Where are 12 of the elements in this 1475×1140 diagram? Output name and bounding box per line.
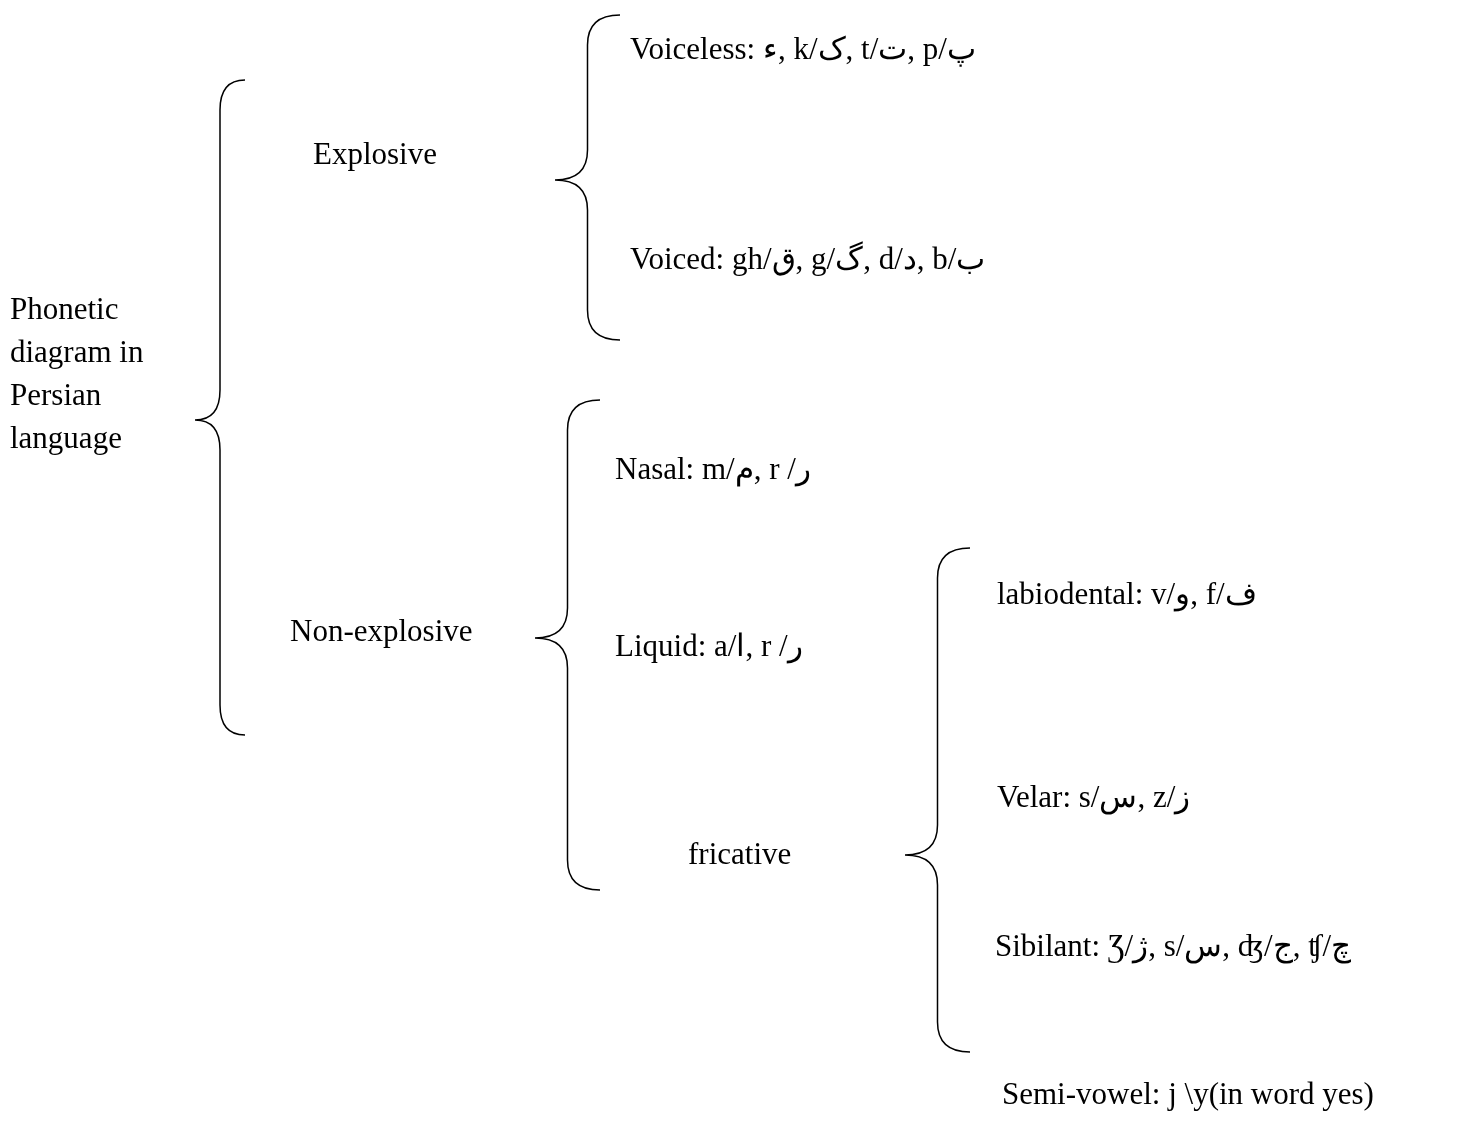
category-label: Voiceless: ء, k/ک, t/ت, p/پ xyxy=(630,30,976,69)
category-label: Sibilant: Ʒ/ژ, s/س, ʤ/ج, ʧ/چ xyxy=(995,927,1351,966)
category-label: Non-explosive xyxy=(290,612,473,650)
category-label: Voiced: gh/ق, g/گ, d/د, b/ب xyxy=(630,240,986,278)
category-label: Velar: s/س, z/ز xyxy=(997,778,1191,817)
category-label: Semi-vowel: j \y(in word yes) xyxy=(1002,1075,1374,1113)
category-label: fricative xyxy=(688,835,792,873)
root-label: Phonetic diagram in Persian language xyxy=(10,290,145,457)
category-label: Liquid: a/ا, r /ر xyxy=(615,627,803,666)
category-label: Nasal: m/م, r /ر xyxy=(615,450,811,489)
category-label: Explosive xyxy=(313,135,437,173)
category-label: labiodental: v/و, f/ف xyxy=(997,575,1257,614)
